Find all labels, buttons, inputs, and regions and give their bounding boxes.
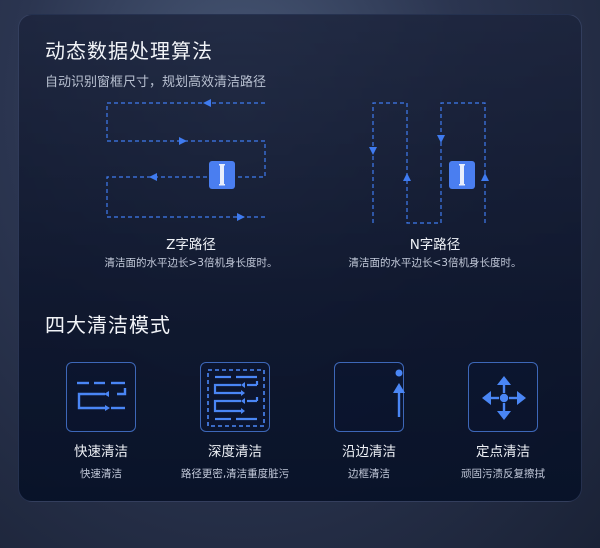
deep-clean-icon — [207, 369, 265, 427]
mode-deep-clean-name: 深度清洁 — [208, 444, 262, 460]
feature-card: 动态数据处理算法 自动识别窗框尺寸，规划高效清洁路径 Z字路径 清洁面的水平边长… — [18, 14, 582, 502]
mode-edge-clean: 沿边清洁 边框清洁 — [309, 362, 429, 481]
robot-icon — [449, 161, 475, 189]
mode-spot-clean-desc: 顽固污渍反复擦拭 — [461, 468, 545, 480]
mode-quick-clean-desc: 快速清洁 — [80, 468, 122, 480]
mode-edge-clean-desc: 边框清洁 — [348, 468, 390, 480]
spot-clean-icon — [482, 376, 526, 420]
mode-quick-clean-name: 快速清洁 — [74, 444, 128, 460]
n-path-desc: 清洁面的水平边长<3倍机身长度时。 — [348, 257, 522, 269]
section-title-algorithm: 动态数据处理算法 — [45, 39, 213, 63]
mode-spot-clean-name: 定点清洁 — [476, 444, 530, 460]
quick-clean-icon — [77, 381, 127, 411]
robot-icon — [209, 161, 235, 189]
section-subtitle-algorithm: 自动识别窗框尺寸，规划高效清洁路径 — [45, 75, 267, 90]
z-path-diagram — [106, 99, 266, 221]
z-path-title: Z字路径 — [166, 237, 216, 253]
mode-edge-clean-name: 沿边清洁 — [342, 444, 396, 460]
n-path-diagram — [369, 102, 489, 224]
n-path-title: N字路径 — [409, 237, 461, 253]
mode-deep-clean: 深度清洁 路径更密,清洁重度脏污 — [175, 362, 295, 481]
mode-deep-clean-desc: 路径更密,清洁重度脏污 — [180, 468, 290, 480]
mode-spot-clean: 定点清洁 顽固污渍反复擦拭 — [443, 362, 563, 481]
edge-clean-icon — [393, 369, 405, 417]
mode-quick-clean: 快速清洁 快速清洁 — [41, 362, 161, 481]
z-path-desc: 清洁面的水平边长>3倍机身长度时。 — [104, 257, 278, 269]
section-title-modes: 四大清洁模式 — [45, 313, 171, 337]
